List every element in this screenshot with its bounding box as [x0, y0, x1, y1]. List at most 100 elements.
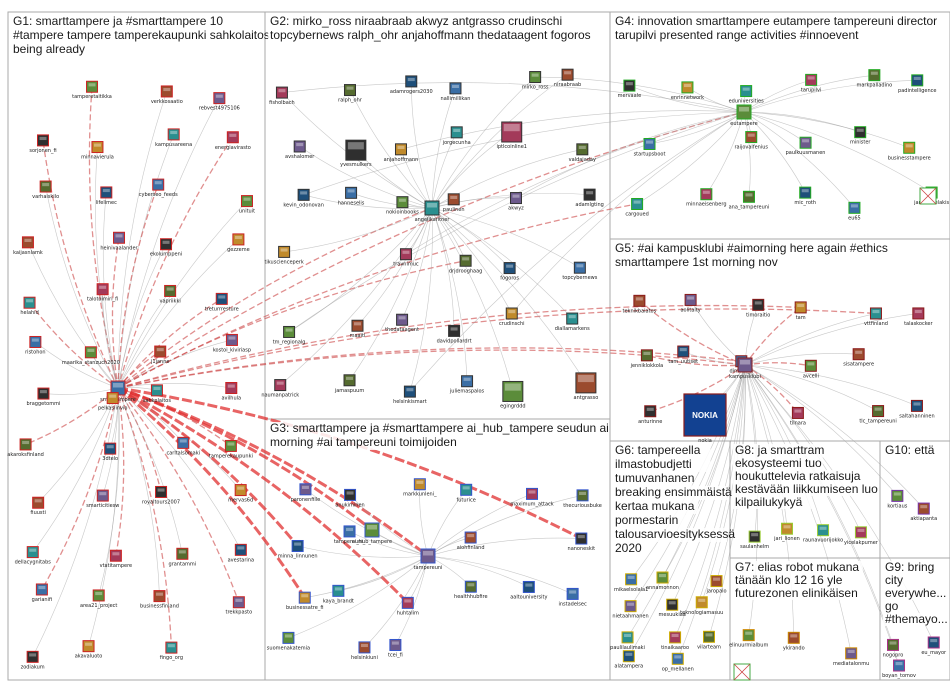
node-kortiaus[interactable]: kortiaus	[887, 489, 908, 509]
node-vapriikki[interactable]: vapriikki	[160, 284, 181, 304]
node-avshalomer[interactable]: avshalomer	[285, 140, 315, 160]
node-cargoued[interactable]: cargoued	[625, 197, 649, 217]
node-niraabraab[interactable]: niraabraab	[554, 68, 581, 88]
node-adamrogers2030[interactable]: adamrogers2030	[390, 75, 433, 95]
node-zodiakum[interactable]: zodiakum	[21, 650, 45, 670]
node-sisatampere[interactable]: sisatampere	[843, 348, 874, 368]
node-saulanhelm[interactable]: saulanhelm	[740, 530, 769, 550]
node-maarika_stanzuch2020[interactable]: maarika_stanzuch2020	[62, 346, 120, 366]
node-thecuriousbuke[interactable]: thecuriousbuke	[563, 489, 602, 509]
node-nanoneskit[interactable]: nanoneskit	[568, 532, 596, 552]
node-naumanpatrick[interactable]: naumanpatrick	[261, 379, 299, 399]
node-jorgecunha[interactable]: jorgecunha	[442, 126, 471, 146]
node-elinuurmialbum[interactable]: elinuurmialbum	[729, 629, 768, 649]
node-energiavirasto[interactable]: energiavirasto	[215, 131, 251, 151]
node-egingrddd[interactable]: egingrddd	[500, 380, 526, 409]
node-minna_linnunen[interactable]: minna_linnunen	[278, 539, 318, 559]
node-tampereuni_[interactable]: tampereuni_	[334, 525, 366, 545]
node-akaroksfinland[interactable]: akaroksfinland	[7, 438, 44, 458]
node-nokioinbooks[interactable]: nokioinbooks	[386, 196, 419, 216]
node-eu_mayor[interactable]: eu_mayor	[921, 636, 947, 656]
node-akavaluoto[interactable]: akavaluoto	[75, 640, 103, 660]
node-minister[interactable]: minister	[850, 126, 871, 146]
node-carltalsomaki[interactable]: carltalsomaki	[166, 436, 200, 456]
node-businessfinland[interactable]: businessfinland	[140, 590, 179, 610]
node-vilarteam[interactable]: vilarteam	[697, 630, 721, 650]
node-helsinkiuni[interactable]: helsinkiuni	[351, 641, 378, 661]
node-mesuukiaa[interactable]: mesuukiaa	[659, 598, 686, 618]
node-maaiti[interactable]: maaiti	[350, 319, 366, 339]
node-aaltouniversity[interactable]: aaltouniversity	[510, 580, 548, 600]
node-fisholbach[interactable]: fisholbach	[269, 86, 295, 106]
node-mervaale[interactable]: mervaale	[618, 79, 642, 99]
node-kampusareena[interactable]: kampusareena	[155, 128, 192, 148]
node-gezzeme[interactable]: gezzeme	[227, 233, 250, 253]
node-tinaikaaroo[interactable]: tinaikaaroo	[661, 631, 689, 651]
node-dellacygnitabs[interactable]: dellacygnitabs	[15, 546, 52, 566]
node-eu65[interactable]: eu65	[848, 201, 861, 221]
node-markpalladino[interactable]: markpalladino	[856, 69, 892, 89]
node-paulkuusmanen[interactable]: paulkuusmanen	[786, 136, 826, 156]
node-treturrresture[interactable]: treturrresture	[205, 292, 239, 312]
node-avilhula[interactable]: avilhula	[221, 381, 241, 401]
node-tlc_tampereuni[interactable]: tlc_tampereuni	[859, 405, 897, 425]
node-jaropalo[interactable]: jaropalo	[705, 575, 727, 595]
node-iptlcoinline1[interactable]: iptlcoinline1	[496, 121, 527, 150]
node-thedataagent[interactable]: thedataagent	[385, 313, 419, 333]
node-fingo_org[interactable]: fingo_org	[160, 641, 183, 661]
node-mirko_ross[interactable]: mirko_ross	[522, 71, 549, 91]
node-sorjonen_fi[interactable]: sorjonen_fi	[29, 134, 57, 154]
node-helsinkismart[interactable]: helsinkismart	[393, 385, 427, 405]
node-suomenakatemia[interactable]: suomenakatemia	[267, 631, 310, 651]
node-valdajaday[interactable]: valdajaday	[569, 143, 596, 163]
node-anukiminen[interactable]: anukiminen	[335, 488, 365, 508]
node-ristohon[interactable]: ristohon	[25, 335, 46, 355]
node-helahid[interactable]: helahid	[20, 296, 39, 316]
node-crudinschi[interactable]: crudinschi	[499, 307, 525, 327]
node-royaltours2007[interactable]: royaltours2007	[142, 485, 180, 505]
node-braggetommi[interactable]: braggetommi	[26, 387, 60, 407]
node-tamperekaupunki[interactable]: tamperekaupunki	[209, 439, 253, 459]
node-adamlgting[interactable]: adamlgting	[575, 188, 604, 208]
node-kevin_odonovan[interactable]: kevin_odonovan	[283, 188, 324, 208]
node-mediatalonmu[interactable]: mediatalonmu	[833, 647, 869, 667]
node-unituit[interactable]: unituit	[239, 195, 255, 215]
node-varhaiskilo[interactable]: varhaiskilo	[32, 180, 59, 200]
node-avestarina[interactable]: avestarina	[228, 543, 254, 563]
node-tamperetaitikka[interactable]: tamperetaitikka	[72, 80, 112, 100]
node-avcelli[interactable]: avcelli	[803, 359, 819, 379]
node-huhtalim[interactable]: huhtalim	[397, 596, 419, 616]
node-futurice[interactable]: futurice	[457, 483, 476, 503]
node-maximum_attack[interactable]: maximum_attack	[510, 487, 554, 507]
node-j1janne[interactable]: j1janne	[150, 345, 169, 365]
node-teknikbaiatos[interactable]: teknikbaiatos	[623, 294, 657, 314]
node-rebvest4975106[interactable]: rebvest4975106	[199, 92, 240, 112]
node-verkkosaatio[interactable]: verkkosaatio	[151, 85, 183, 105]
node-mikaelsolala1[interactable]: mikaelsolala1	[614, 573, 648, 593]
node-antgrasso[interactable]: antgrasso	[574, 372, 599, 401]
node-angelikaritner[interactable]: angelikaritner	[415, 200, 451, 223]
node-cyberseo_feeds[interactable]: cyberseo_feeds	[139, 178, 178, 198]
node-jari_lionen[interactable]: jari_lionen	[773, 522, 800, 542]
node-aolitaity[interactable]: aolitaity	[680, 293, 701, 313]
node-garianifi[interactable]: garianifi	[32, 583, 52, 603]
node-aiohfinland[interactable]: aiohfinland	[457, 531, 485, 551]
node-akwyz[interactable]: akwyz	[508, 192, 524, 212]
node-nallimillikan[interactable]: nallimillikan	[441, 82, 471, 102]
node-markkunleni_[interactable]: markkunleni_	[403, 478, 437, 498]
node-tilnara[interactable]: tilnara	[790, 406, 806, 426]
node-tam_uutiset[interactable]: tam_uutiset	[668, 345, 698, 365]
node-talaskocker[interactable]: talaskocker	[904, 307, 933, 327]
node-eutampere[interactable]: eutampere	[730, 104, 758, 127]
node-juliemaspalos[interactable]: juliemaspalos	[449, 375, 485, 395]
node-diallamarkens[interactable]: diallamarkens	[555, 312, 590, 332]
node-businesstampere[interactable]: businesstampere	[888, 141, 931, 161]
node-trekkpasto[interactable]: trekkpasto	[226, 596, 253, 616]
node-ai_hub_tampere[interactable]: ai_hub_tampere	[352, 522, 392, 545]
node-raijovalfenius[interactable]: raijovalfenius	[734, 131, 768, 151]
node-startupsboot[interactable]: startupsboot	[634, 137, 666, 157]
node-ana_tampereuni[interactable]: ana_tampereuni	[729, 190, 770, 210]
node-drjdrooghaag[interactable]: drjdrooghaag	[449, 254, 483, 274]
node-pelkasiinvio[interactable]: pelkasiinvio	[98, 392, 127, 412]
